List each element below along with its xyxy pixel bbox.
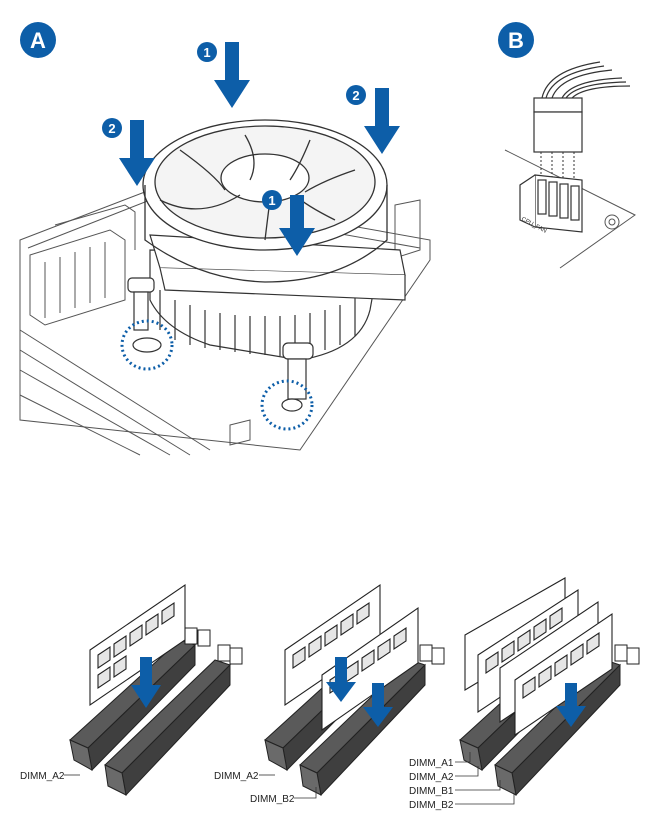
badge-a: A <box>20 22 56 58</box>
panel-b-fan-connector: B <box>498 22 636 269</box>
alignment-lines <box>540 152 575 180</box>
badge-b: B <box>498 22 534 58</box>
fan-cable-wires <box>541 61 631 99</box>
cpu-fan-header <box>519 174 583 233</box>
step-number-2-left: 2 <box>102 118 122 138</box>
panel-a-cooler-install: 1 1 2 2 A <box>19 22 431 456</box>
step-number-2-right: 2 <box>346 85 366 105</box>
dimm-label: DIMM_A2 <box>214 771 259 782</box>
insert-arrow <box>556 683 586 727</box>
push-pin-left <box>127 277 162 353</box>
dimm-label: DIMM_A2 <box>409 772 454 783</box>
press-arrow-2-right <box>364 88 400 154</box>
memory-config-1: DIMM_A2 <box>20 583 243 797</box>
svg-text:1: 1 <box>268 193 275 208</box>
dimm-label: DIMM_B1 <box>409 786 454 797</box>
svg-text:2: 2 <box>352 88 359 103</box>
svg-text:B: B <box>508 28 524 53</box>
dimm-label: DIMM_B2 <box>250 794 295 805</box>
dimm-label-group <box>455 752 515 805</box>
push-pin-right <box>281 342 314 412</box>
svg-text:1: 1 <box>203 45 210 60</box>
svg-text:2: 2 <box>108 121 115 136</box>
dimm-label-group: DIMM_A2 <box>20 771 80 782</box>
dimm-label: DIMM_A1 <box>409 758 454 769</box>
memory-install-section: DIMM_A2 <box>20 577 640 811</box>
board-corner-outline <box>504 149 636 269</box>
insert-arrow-2 <box>363 683 393 727</box>
pin-highlight-circle-left <box>120 319 174 371</box>
motherboard-outline <box>19 189 431 456</box>
memory-module-4 <box>514 612 613 737</box>
memory-config-3: DIMM_A1 DIMM_A2 DIMM_B1 DIMM_B2 <box>409 577 640 811</box>
press-arrow-2-left <box>119 120 155 186</box>
dimm-label: DIMM_A2 <box>20 771 65 782</box>
insert-arrow <box>131 657 161 708</box>
step-number-1-center: 1 <box>262 190 282 210</box>
press-arrow-1-top <box>214 42 250 108</box>
svg-text:A: A <box>30 28 46 53</box>
cooler-fan <box>142 119 388 283</box>
dimm-label-group: DIMM_A2 DIMM_B2 <box>214 771 317 805</box>
pin-highlight-circle-right <box>260 379 314 431</box>
dimm-label: DIMM_B2 <box>409 800 454 811</box>
press-arrow-1-center <box>279 195 315 256</box>
step-number-1-top: 1 <box>197 42 217 62</box>
memory-config-2: DIMM_A2 DIMM_B2 <box>214 583 445 805</box>
insert-arrow-1 <box>326 657 356 702</box>
fan-cable-plug <box>533 97 583 153</box>
memory-module <box>89 583 186 707</box>
memory-module-1 <box>284 583 381 707</box>
dimm-slots <box>69 627 243 797</box>
